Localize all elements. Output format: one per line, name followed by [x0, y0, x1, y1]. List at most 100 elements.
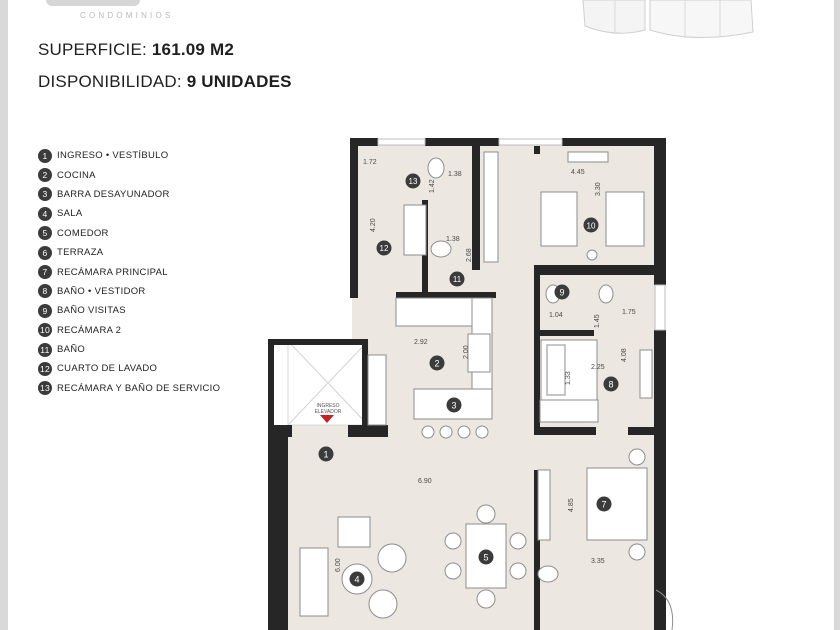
legend-item: 5 COMEDOR — [38, 224, 220, 243]
room-marker-label: 9 — [559, 288, 564, 298]
dimension-label: 1.33 — [565, 371, 572, 385]
legend-label: BAÑO • VESTIDOR — [57, 285, 146, 297]
page-frame-right — [834, 0, 840, 630]
legend-number: 9 — [38, 303, 52, 318]
dimension-label: 3.35 — [591, 558, 605, 565]
legend-label: COMEDOR — [57, 227, 109, 239]
legend-item: 1 INGRESO • VESTÍBULO — [38, 146, 220, 165]
legend-label: RECÁMARA 2 — [57, 324, 122, 336]
units-value: 9 UNIDADES — [186, 72, 292, 91]
room-marker-label: 5 — [483, 553, 488, 563]
building-illustration — [582, 0, 754, 39]
legend-item: 9 BAÑO VISITAS — [38, 301, 220, 320]
room-marker: 9 — [554, 284, 570, 300]
legend-number: 6 — [38, 245, 52, 260]
dimension-label: 1.75 — [622, 309, 636, 316]
room-legend: 1 INGRESO • VESTÍBULO 2 COCINA 3 BARRA DESA… — [38, 146, 220, 398]
dimension-label: 4.20 — [370, 218, 377, 232]
room-marker: 13 — [405, 173, 421, 189]
legend-number: 2 — [38, 168, 52, 183]
legend-item: 2 COCINA — [38, 165, 220, 184]
legend-item: 8 BAÑO • VESTIDOR — [38, 282, 220, 301]
room-marker: 4 — [349, 571, 365, 587]
legend-number: 4 — [38, 206, 52, 221]
terrace-edge — [655, 589, 674, 630]
legend-label: SALA — [57, 208, 83, 220]
units-info: DISPONIBILIDAD: 9 UNIDADES — [38, 72, 292, 92]
legend-number: 1 — [38, 148, 52, 163]
legend-label: COCINA — [57, 169, 96, 181]
dimension-label: 1.38 — [446, 236, 460, 243]
room-marker-label: 13 — [409, 177, 418, 186]
dimension-label: 2.92 — [414, 339, 428, 346]
room-marker: 11 — [449, 271, 465, 287]
dimension-label: 2.68 — [466, 248, 473, 262]
legend-label: TERRAZA — [57, 247, 104, 259]
room-marker-label: 7 — [601, 500, 606, 510]
room-marker-label: 3 — [451, 401, 456, 411]
room-marker: 1 — [318, 446, 334, 462]
dimension-label: 3.30 — [595, 182, 602, 196]
legend-item: 10 RECÁMARA 2 — [38, 321, 220, 340]
dimension-label: 2.25 — [591, 364, 605, 371]
elevator-label-line1: INGRESO — [316, 403, 339, 409]
units-label: DISPONIBILIDAD: — [38, 72, 182, 91]
brand-logo: CONDOMINIOS — [40, 0, 190, 26]
legend-number: 8 — [38, 284, 52, 299]
elevator-label-line2: ELEVADOR — [315, 409, 342, 415]
room-marker: 5 — [478, 549, 494, 565]
dimension-label: 4.85 — [568, 498, 575, 512]
legend-number: 12 — [38, 361, 52, 376]
legend-item: 6 TERRAZA — [38, 243, 220, 262]
dimension-label: 4.45 — [571, 169, 585, 176]
dimension-label: 1.45 — [594, 314, 601, 328]
area-value: 161.09 M2 — [151, 40, 235, 59]
legend-number: 11 — [38, 342, 52, 357]
brand-subtitle: CONDOMINIOS — [80, 11, 174, 20]
room-markers: 1 2 3 4 5 7 8 9 10 11 12 13 — [318, 173, 619, 587]
room-marker: 2 — [429, 355, 445, 371]
area-info: SUPERFICIE: 161.09 M2 — [38, 40, 234, 60]
legend-label: RECÁMARA Y BAÑO DE SERVICIO — [57, 382, 221, 394]
entry-arrow — [320, 415, 334, 423]
brand-logo-mark — [46, 0, 140, 6]
legend-item: 12 CUARTO DE LAVADO — [38, 359, 220, 378]
room-marker: 7 — [596, 496, 612, 512]
room-marker-label: 11 — [453, 275, 462, 284]
legend-item: 13 RECÁMARA Y BAÑO DE SERVICIO — [38, 379, 220, 398]
area-label: SUPERFICIE: — [38, 40, 147, 59]
legend-item: 3 BARRA DESAYUNADOR — [38, 185, 220, 204]
room-marker-label: 1 — [323, 450, 328, 460]
room-marker: 12 — [376, 240, 392, 256]
room-marker-label: 10 — [587, 222, 596, 231]
dimension-label: 4.08 — [621, 348, 628, 362]
dimension-label: 1.38 — [448, 171, 462, 178]
legend-number: 13 — [38, 381, 52, 396]
legend-number: 7 — [38, 265, 52, 280]
dimension-label: 6.90 — [418, 478, 432, 485]
dimension-label: 1.42 — [429, 179, 436, 193]
legend-item: 7 RECÁMARA PRINCIPAL — [38, 262, 220, 281]
dimension-label: 1.04 — [549, 312, 563, 319]
legend-number: 10 — [38, 323, 52, 338]
legend-label: RECÁMARA PRINCIPAL — [57, 266, 168, 278]
floor-plan: INGRESO ELEVADOR 1 2 3 4 5 7 8 9 10 11 1… — [268, 138, 674, 630]
legend-label: BARRA DESAYUNADOR — [57, 188, 170, 200]
legend-label: CUARTO DE LAVADO — [57, 363, 158, 375]
room-marker-label: 2 — [434, 359, 439, 369]
legend-label: BAÑO VISITAS — [57, 305, 126, 317]
legend-number: 5 — [38, 226, 52, 241]
legend-label: BAÑO — [57, 344, 86, 356]
room-marker: 10 — [583, 217, 599, 233]
room-marker-label: 4 — [354, 575, 359, 585]
dimension-label: 1.72 — [363, 159, 377, 166]
room-marker-label: 8 — [608, 380, 613, 390]
legend-item: 11 BAÑO — [38, 340, 220, 359]
legend-number: 3 — [38, 187, 52, 202]
dimension-label: 6.00 — [335, 558, 342, 572]
dimension-label: 2.00 — [463, 345, 470, 359]
windows — [377, 138, 666, 331]
page-frame-left — [0, 0, 8, 630]
legend-label: INGRESO • VESTÍBULO — [57, 150, 169, 162]
room-marker-label: 12 — [380, 244, 389, 253]
